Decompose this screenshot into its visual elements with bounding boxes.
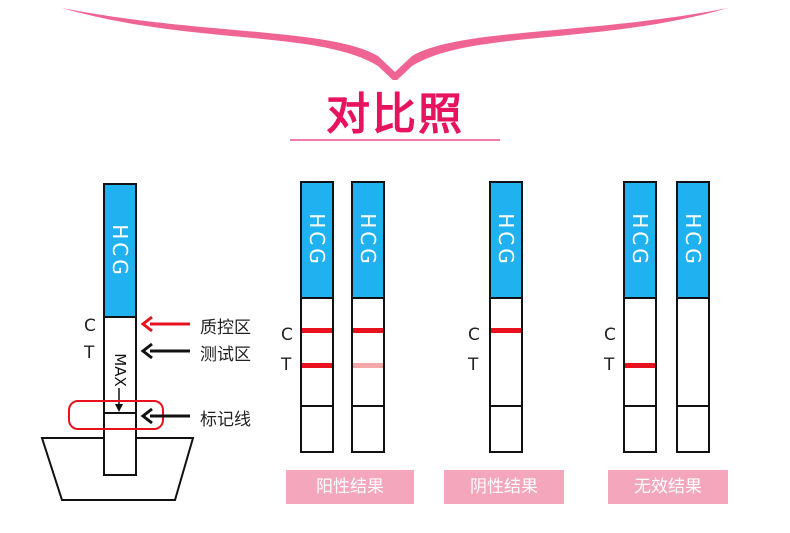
marker-line — [353, 405, 383, 407]
control-line — [302, 328, 332, 333]
callout-control: 质控区 — [200, 318, 251, 338]
control-arrow-icon — [140, 315, 190, 333]
negative-t-label: T — [468, 355, 479, 375]
max-arrow-icon — [115, 388, 123, 412]
strip-cap: HCG — [302, 183, 332, 299]
strip-cap: HCG — [678, 183, 708, 299]
strip-brand: HCG — [108, 223, 132, 278]
diagram-t-label: T — [84, 343, 95, 363]
header-swoosh — [62, 8, 728, 80]
marker-line — [105, 412, 135, 414]
positive-strip-1: HCG — [300, 181, 334, 453]
test-line — [302, 363, 332, 368]
strip-cap: HCG — [625, 183, 655, 299]
negative-c-label: C — [468, 325, 480, 345]
callout-test: 测试区 — [200, 345, 251, 365]
invalid-strip-2: HCG — [676, 181, 710, 453]
strip-brand: HCG — [305, 213, 329, 267]
diagram-c-label: C — [84, 316, 96, 336]
marker-arrow-icon — [140, 407, 190, 425]
page-title: 对比照 — [326, 89, 464, 140]
strip-cap: HCG — [105, 185, 135, 318]
strip-brand: HCG — [494, 213, 518, 267]
positive-c-label: C — [281, 325, 293, 345]
negative-strip: HCG — [489, 181, 523, 453]
positive-strip-2: HCG — [351, 181, 385, 453]
control-line — [491, 328, 521, 333]
marker-line — [491, 405, 521, 407]
marker-line — [678, 405, 708, 407]
strip-cap: HCG — [491, 183, 521, 299]
invalid-result-label: 无效结果 — [608, 470, 728, 504]
invalid-t-label: T — [604, 355, 615, 375]
positive-t-label: T — [281, 355, 292, 375]
callout-marker: 标记线 — [200, 410, 251, 430]
marker-line — [302, 405, 332, 407]
test-arrow-icon — [140, 342, 190, 360]
positive-result-label: 阳性结果 — [286, 470, 414, 504]
title-underline — [290, 139, 500, 141]
invalid-c-label: C — [604, 325, 616, 345]
test-line — [625, 363, 655, 368]
strip-cap: HCG — [353, 183, 383, 299]
diagram-strip: HCG MAX — [103, 183, 137, 476]
invalid-strip-1: HCG — [623, 181, 657, 453]
marker-line — [625, 405, 655, 407]
test-line-faint — [353, 363, 383, 368]
negative-result-label: 阴性结果 — [444, 470, 564, 504]
control-line — [353, 328, 383, 333]
strip-brand: HCG — [681, 213, 705, 267]
strip-brand: HCG — [628, 213, 652, 267]
strip-brand: HCG — [356, 213, 380, 267]
